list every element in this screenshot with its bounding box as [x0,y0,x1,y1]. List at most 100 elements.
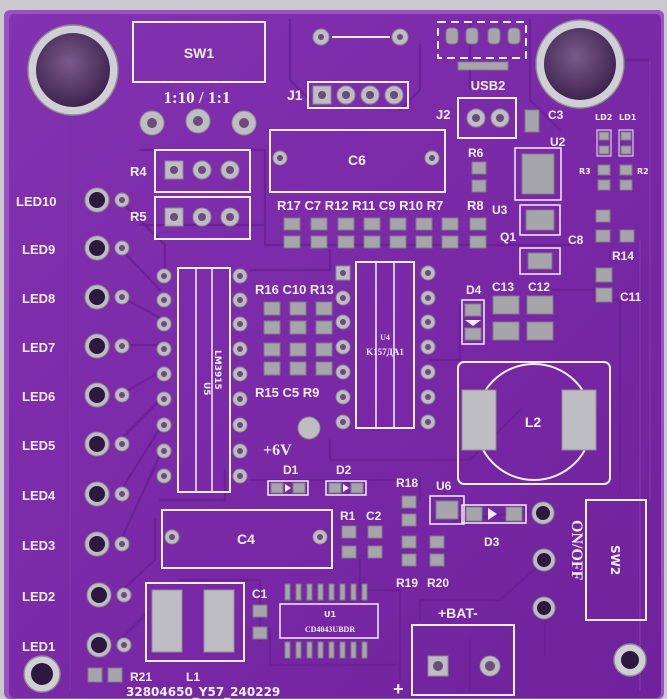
led2: LED2 [22,582,132,608]
j2-outline [457,97,517,139]
plus6v-testpoint [297,416,321,440]
led10-label: LED10 [16,194,56,209]
led6: LED6 [22,382,130,408]
r21-label: R21 [130,670,152,684]
d3-side-pin [531,501,555,525]
u5-chip: U5 LM3915 [177,267,231,493]
led9-label: LED9 [22,242,55,257]
led3: LED3 [22,531,130,557]
d3-pads [461,504,527,524]
ratio-label: 1:10 / 1:1 [163,88,230,107]
led7: LED7 [22,333,130,359]
r6-label: R6 [468,146,484,160]
pcb-soldermask [9,14,661,698]
led8-label: LED8 [22,291,55,306]
plus-label: + [393,679,404,699]
c1-label: C1 [252,587,268,601]
r18-pads [401,495,417,527]
d2-label: D2 [336,463,352,477]
ld1-label: LD1 [619,113,637,122]
usb2-connector [437,21,527,71]
serial-label: 32804650_Y57_240229 [126,685,280,699]
u1-pins [284,583,368,659]
r5-outline [154,196,251,240]
j2-label: J2 [436,107,450,122]
d1-pads [267,480,309,496]
r19-label: R19 [396,576,418,590]
led2-label: LED2 [22,589,55,604]
c11-pads [595,267,613,303]
sw2-label: SW2 [608,545,622,575]
led4: LED4 [22,481,130,507]
row-r16-pads [263,301,333,376]
led10: LED10 [16,187,130,213]
sw1-label: SW1 [184,45,215,61]
led4-label: LED4 [22,488,56,503]
u2-label: U2 [550,135,566,149]
r5-pins [164,207,240,227]
k157-label: K157ДА1 [366,347,404,357]
u6-chip [429,495,465,525]
led8: LED8 [22,284,130,310]
u5-pins [156,268,248,484]
d4-pads [461,299,485,345]
r18-label: R18 [396,476,418,490]
u1-chip: U1 CD4043UBDR [279,603,379,639]
u2-chip [514,147,562,201]
plus6v-label: +6V [263,442,292,459]
l2-inductor: L2 [457,361,611,485]
d4-label: D4 [466,283,482,297]
c8-label: C8 [568,233,584,247]
row-r16-labels: R16 C10 R13 [255,282,334,297]
r6-pads [471,161,487,193]
r14-label: R14 [612,249,634,263]
d3-label: D3 [484,535,500,549]
r8-label: R8 [467,198,484,213]
d1-label: D1 [283,463,299,477]
j1-label: J1 [287,87,303,103]
mounting-hole-top-left [27,24,119,116]
c6-label: C6 [348,152,366,168]
top-jumper [312,28,409,46]
mounting-hole-bottom-left [23,655,61,693]
c13-label: C13 [492,280,514,294]
j1-pins [312,85,404,105]
c13-c12-pads [492,295,554,341]
mounting-hole-top-right [535,19,625,109]
c6-pins [272,150,440,166]
c3-pads [524,109,540,133]
onoff-pins [532,548,556,620]
u3-chip [519,204,561,236]
ld2-label: LD2 [595,113,612,122]
led7-label: LED7 [22,340,55,355]
r14-pads [595,209,635,243]
l1-inductor [145,582,245,662]
c4-outline [161,509,333,569]
r19-r20-pads [401,535,445,567]
led9: LED9 [22,235,130,261]
r1-c2-pads [341,525,383,559]
q1-chip [519,247,561,275]
l2-label: L2 [525,414,542,430]
led1: LED1 [22,632,132,658]
led1-label: LED1 [22,639,55,654]
r21-pads [87,667,123,683]
row-r15-labels: R15 C5 R9 [255,385,319,400]
d2-pads [325,480,367,496]
u4-label: U4 [380,333,390,342]
usb2-label: USB2 [471,78,506,93]
r3-label: R3 [579,167,591,176]
u4-pins [335,265,436,430]
mounting-hole-bottom-right [613,643,647,677]
c3-label: C3 [548,108,564,122]
led3-label: LED3 [22,538,55,553]
c2-label: C2 [366,509,382,523]
lm3915-label: LM3915 [212,350,222,390]
u1-label: U1 [324,610,336,619]
sw1-pins [139,108,257,136]
l1-label: L1 [186,670,200,684]
c6-outline [269,129,446,193]
row-r17-labels: R17 C7 R12 R11 C9 R10 R7 [277,198,443,213]
r20-label: R20 [427,576,449,590]
